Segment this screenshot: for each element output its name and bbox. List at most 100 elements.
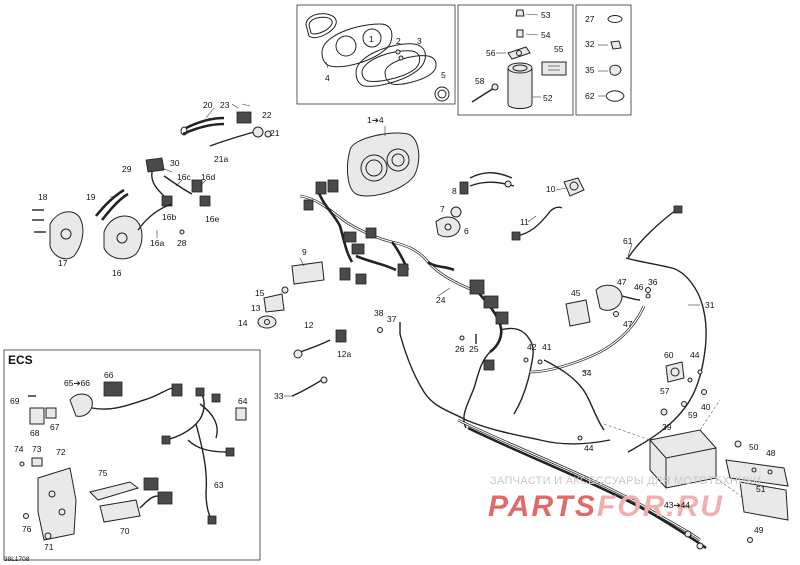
callout-69: 69 <box>10 396 20 406</box>
callout-76: 76 <box>22 524 32 534</box>
callout-63: 63 <box>214 480 224 490</box>
callout-50: 50 <box>749 442 759 452</box>
callout-11: 11 <box>520 217 529 227</box>
main-wire-harness <box>291 179 534 429</box>
callout-59: 59 <box>688 410 698 420</box>
callout-65-66: 65➔66 <box>64 378 90 388</box>
callout-56: 56 <box>486 48 496 58</box>
callout-7: 7 <box>440 204 445 214</box>
figure-code: 38L1708 <box>4 556 30 563</box>
callout-55: 55 <box>554 44 564 54</box>
callout-46: 46 <box>634 282 644 292</box>
callout-14: 14 <box>238 318 248 328</box>
callout-67: 67 <box>50 422 60 432</box>
callout-38: 38 <box>374 308 384 318</box>
callout-68: 68 <box>30 428 40 438</box>
battery-bracket <box>725 440 789 543</box>
callout-47a: 47 <box>617 277 627 287</box>
callout-27: 27 <box>585 14 595 24</box>
callout-45: 45 <box>571 288 581 298</box>
callout-66: 66 <box>104 370 114 380</box>
callout-39: 39 <box>662 422 672 432</box>
callout-73: 73 <box>32 444 42 454</box>
callout-20: 20 <box>203 100 213 110</box>
long-cable <box>457 418 707 550</box>
callout-44a: 44 <box>690 350 700 360</box>
callout-2: 2 <box>396 36 401 46</box>
callout-44b: 44 <box>584 443 594 453</box>
callout-21: 21 <box>270 128 280 138</box>
callout-8: 8 <box>452 186 457 196</box>
inset-small-parts-box <box>575 4 632 116</box>
callout-16d: 16d <box>201 172 215 182</box>
ecs-section-label: ECS <box>8 353 33 367</box>
callout-16: 16 <box>112 268 122 278</box>
callout-54: 54 <box>541 30 551 40</box>
watermark-brand-a: PARTS <box>488 490 597 523</box>
callout-10: 10 <box>546 184 556 194</box>
callout-37: 37 <box>387 314 397 324</box>
instrument-cluster <box>347 126 420 197</box>
callout-47b: 47 <box>623 319 633 329</box>
watermark: ЗАПЧАСТИ И АКСЕССУАРЫ ДЛЯ МОТОТЕХНИКИ PA… <box>488 475 761 523</box>
callout-34: 34 <box>582 368 592 378</box>
inset-fuel-pump-box <box>457 4 574 116</box>
callout-4: 4 <box>325 73 330 83</box>
callout-17: 17 <box>58 258 68 268</box>
callout-60: 60 <box>664 350 674 360</box>
callout-64: 64 <box>238 396 248 406</box>
battery <box>603 399 747 501</box>
callout-51: 51 <box>756 484 766 494</box>
callout-40: 40 <box>701 402 711 412</box>
callout-6: 6 <box>464 226 469 236</box>
callout-24: 24 <box>436 295 446 305</box>
callout-75: 75 <box>98 468 108 478</box>
callout-43-44: 43➔44 <box>664 500 690 510</box>
callout-42: 42 <box>527 342 537 352</box>
callout-29: 29 <box>122 164 132 174</box>
callout-9: 9 <box>302 247 307 257</box>
callout-16a: 16a <box>150 238 164 248</box>
callout-48: 48 <box>766 448 776 458</box>
callout-19: 19 <box>86 192 96 202</box>
callout-25: 25 <box>469 344 479 354</box>
center-parts <box>257 172 707 441</box>
callout-23: 23 <box>220 100 230 110</box>
callout-57: 57 <box>660 386 670 396</box>
callout-16b: 16b <box>162 212 176 222</box>
callout-74: 74 <box>14 444 24 454</box>
callout-26: 26 <box>455 344 465 354</box>
inset-cluster-box <box>296 4 456 105</box>
callout-35: 35 <box>585 65 595 75</box>
left-components <box>32 103 272 260</box>
callout-71: 71 <box>44 542 54 552</box>
callout-32: 32 <box>585 39 595 49</box>
callout-58: 58 <box>475 76 485 86</box>
callout-52: 52 <box>543 93 553 103</box>
callout-16e: 16e <box>205 214 219 224</box>
callout-72: 72 <box>56 447 66 457</box>
callout-22: 22 <box>262 110 272 120</box>
callout-5: 5 <box>441 70 446 80</box>
callout-70: 70 <box>120 526 130 536</box>
callout-33: 33 <box>274 391 284 401</box>
callout-15: 15 <box>255 288 265 298</box>
watermark-brand: PARTSFOR.RU <box>488 490 724 523</box>
callout-12: 12 <box>304 320 314 330</box>
callout-1: 1 <box>369 34 374 44</box>
watermark-brand-b: FOR.RU <box>597 490 724 523</box>
callout-41: 41 <box>542 342 552 352</box>
callout-16c: 16c <box>177 172 191 182</box>
watermark-tagline: ЗАПЧАСТИ И АКСЕССУАРЫ ДЛЯ МОТОТЕХНИКИ <box>490 475 761 487</box>
ecs-inset <box>3 349 261 561</box>
callout-53: 53 <box>541 10 551 20</box>
callout-61: 61 <box>623 236 633 246</box>
callout-30: 30 <box>170 158 180 168</box>
callout-3: 3 <box>417 36 422 46</box>
callout-21a: 21a <box>214 154 228 164</box>
callout-18: 18 <box>38 192 48 202</box>
callout-12a: 12a <box>337 349 351 359</box>
callout-49: 49 <box>754 525 764 535</box>
callout-31: 31 <box>705 300 715 310</box>
